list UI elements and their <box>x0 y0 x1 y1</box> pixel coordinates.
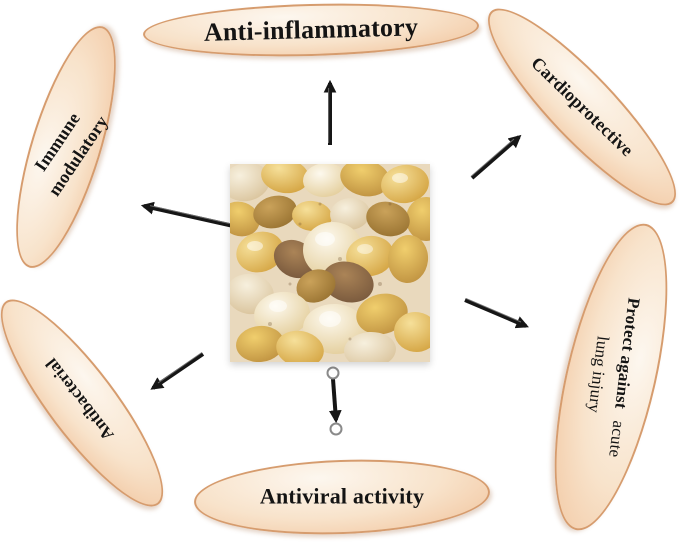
connector-to-antiviral <box>326 366 343 436</box>
arrow-to-immune-modulatory <box>140 201 239 229</box>
connector-handle-top <box>326 366 340 380</box>
resin-granules-illustration <box>220 158 446 369</box>
arrow-to-cardioprotective <box>470 134 522 180</box>
arrow-to-protect-lung-injury <box>464 297 529 329</box>
label-protect-acute: acute <box>605 419 629 459</box>
connector-handle-bottom <box>329 422 343 436</box>
label-anti-inflammatory: Anti-inflammatory <box>203 12 419 47</box>
frankincense-resin-image <box>220 158 446 369</box>
arrow-to-anti-inflammatory <box>323 79 337 145</box>
arrow-to-antibacterial <box>150 351 205 390</box>
label-antiviral-activity: Antiviral activity <box>259 483 425 509</box>
